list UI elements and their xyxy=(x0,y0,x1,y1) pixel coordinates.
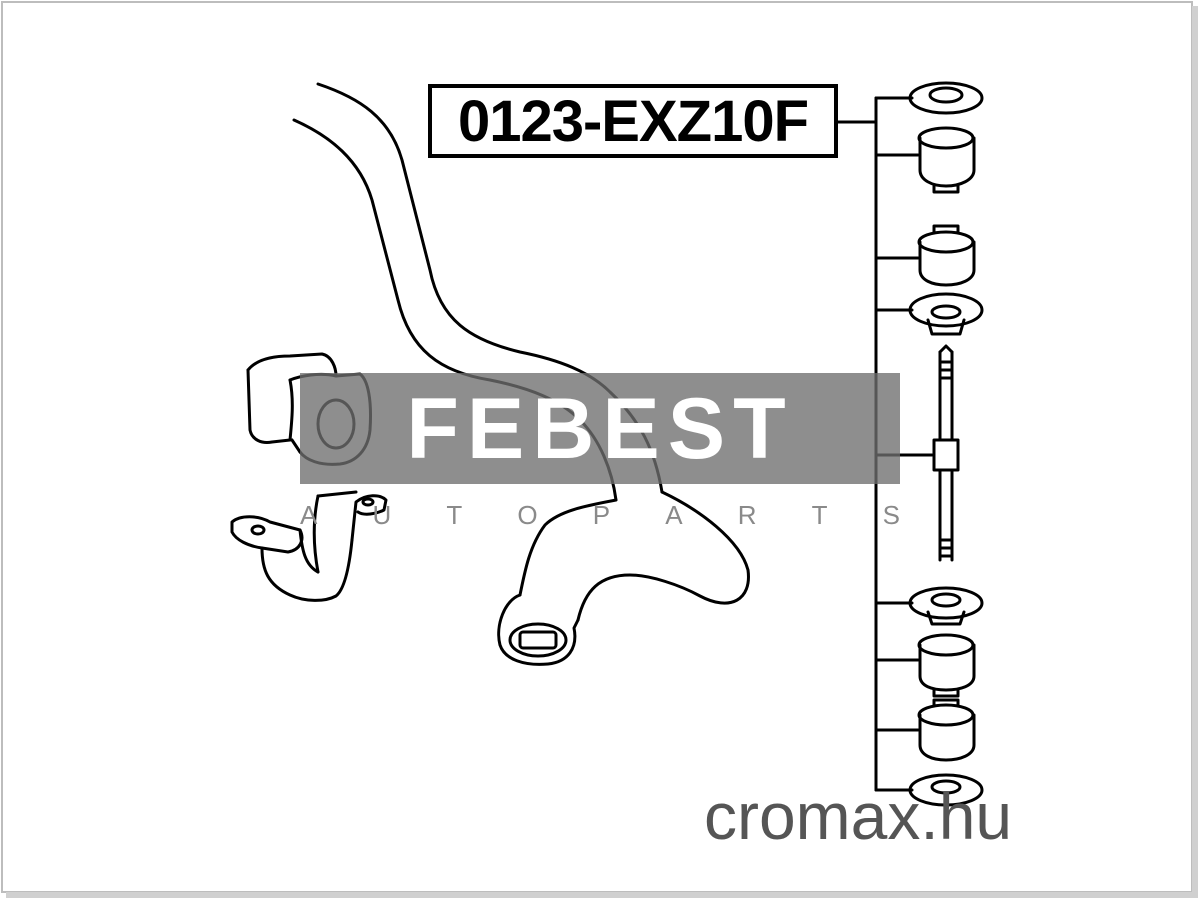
tagline-letter: T xyxy=(446,500,463,530)
brand-name: FEBEST xyxy=(406,380,794,477)
link-bushing-1 xyxy=(917,126,976,194)
link-bolt xyxy=(932,344,960,562)
tagline-letter: O xyxy=(517,500,538,530)
page-shadow-right xyxy=(1192,6,1198,898)
page-shadow-bottom xyxy=(6,892,1198,898)
tagline-letter: A xyxy=(300,500,318,530)
brand-watermark: FEBEST xyxy=(300,373,900,484)
tagline-letter: T xyxy=(811,500,828,530)
link-washer-2 xyxy=(908,292,984,336)
link-washer-bottom xyxy=(908,773,984,807)
tagline-letter: A xyxy=(665,500,683,530)
tagline-letter: P xyxy=(592,500,611,530)
bushing-bracket xyxy=(230,490,388,602)
part-number-label: 0123-EXZ10F xyxy=(428,84,838,158)
link-bushing-4 xyxy=(917,698,976,762)
tagline-letter: S xyxy=(882,500,900,530)
link-washer-top xyxy=(908,81,984,115)
tagline-letter: U xyxy=(372,500,392,530)
tagline-letter: R xyxy=(737,500,757,530)
link-bushing-2 xyxy=(917,224,976,287)
link-bushing-3 xyxy=(917,633,976,698)
site-watermark: cromax.hu xyxy=(704,779,1013,853)
link-washer-3 xyxy=(908,586,984,626)
brand-tagline: A U T O P A R T S xyxy=(300,500,900,531)
